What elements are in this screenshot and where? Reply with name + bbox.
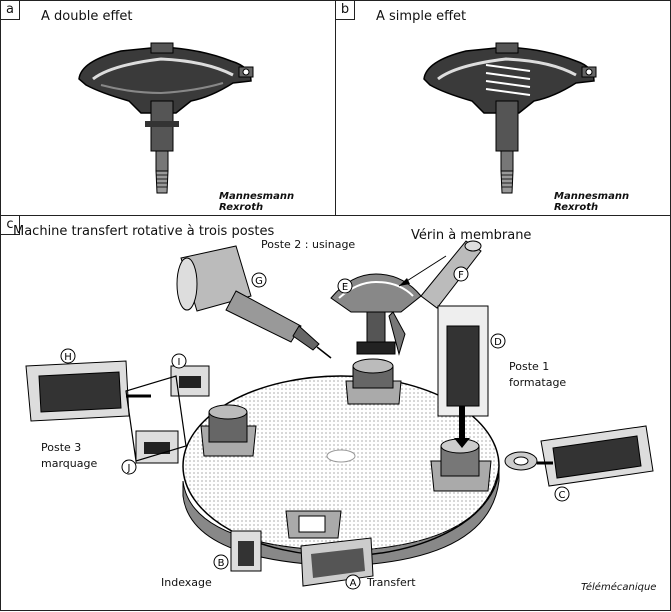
svg-text:I: I [178,357,181,368]
label-verin-membrane: Vérin à membrane [411,228,532,243]
marking-head-j [135,430,179,464]
label-poste-3: Poste 3 [41,441,82,454]
svg-text:F: F [458,270,464,281]
marker-c: C [554,486,570,502]
empty-fixture [285,510,342,539]
svg-text:C: C [559,490,566,501]
panel-rotary-transfer-machine: c Machine transfert rotative à trois pos… [0,215,671,611]
marking-head-i [170,365,210,397]
label-poste-1: Poste 1 [509,360,550,373]
panel-title-rotary-machine: Machine transfert rotative à trois poste… [13,224,275,239]
marker-h: H [60,348,76,364]
marker-b: B [213,554,229,570]
marker-j: J [121,459,137,475]
panel-title-single-acting: A simple effet [376,9,467,24]
label-transfert: Transfert [367,576,416,589]
marker-a: A [345,574,361,590]
credit-telemecanique: Télémécanique [581,582,657,593]
svg-text:D: D [494,337,502,348]
panel-tag-b: b [336,1,355,20]
air-supply-cylinder [420,240,482,309]
panel-title-double-acting: A double effet [41,9,133,24]
credit-mannesmann-a: Mannesmann Rexroth [219,191,295,213]
panel-tag-c: c [1,216,20,235]
diaphragm-actuator-double-drawing [78,42,254,194]
panel-single-acting: b A simple effet Mannesmann Rexroth [335,0,671,216]
svg-text:B: B [218,558,225,569]
marker-d: D [490,333,506,349]
label-indexage: Indexage [161,576,212,589]
label-poste-2: Poste 2 : usinage [261,238,356,251]
svg-text:A: A [350,578,357,589]
marker-e: E [337,278,353,294]
svg-text:E: E [342,282,348,293]
marker-f: F [453,266,469,282]
marking-cylinder [25,360,151,422]
marker-g: G [251,272,267,288]
svg-text:G: G [255,276,263,287]
workpiece-station-3 [200,404,257,457]
machining-spindle [176,245,332,359]
workpiece-station-2 [345,358,402,405]
marker-i: I [171,353,187,369]
svg-text:H: H [64,352,72,363]
transfer-unit [300,537,374,587]
forming-cylinder [437,305,489,448]
panel-double-acting: a A double effet Mannesmann Rexroth [0,0,336,216]
diaphragm-actuator-single-drawing [423,42,597,194]
label-marquage: marquage [41,457,98,470]
panel-tag-a: a [1,1,20,20]
transfer-cylinder-c [504,425,654,487]
credit-mannesmann-b: Mannesmann Rexroth [554,191,630,213]
indexing-unit [230,530,262,572]
workpiece-station-1 [430,438,492,492]
svg-text:J: J [127,463,131,474]
rotary-machine-drawing: A B C D E F G H I J [25,240,654,590]
label-formatage: formatage [509,376,567,389]
